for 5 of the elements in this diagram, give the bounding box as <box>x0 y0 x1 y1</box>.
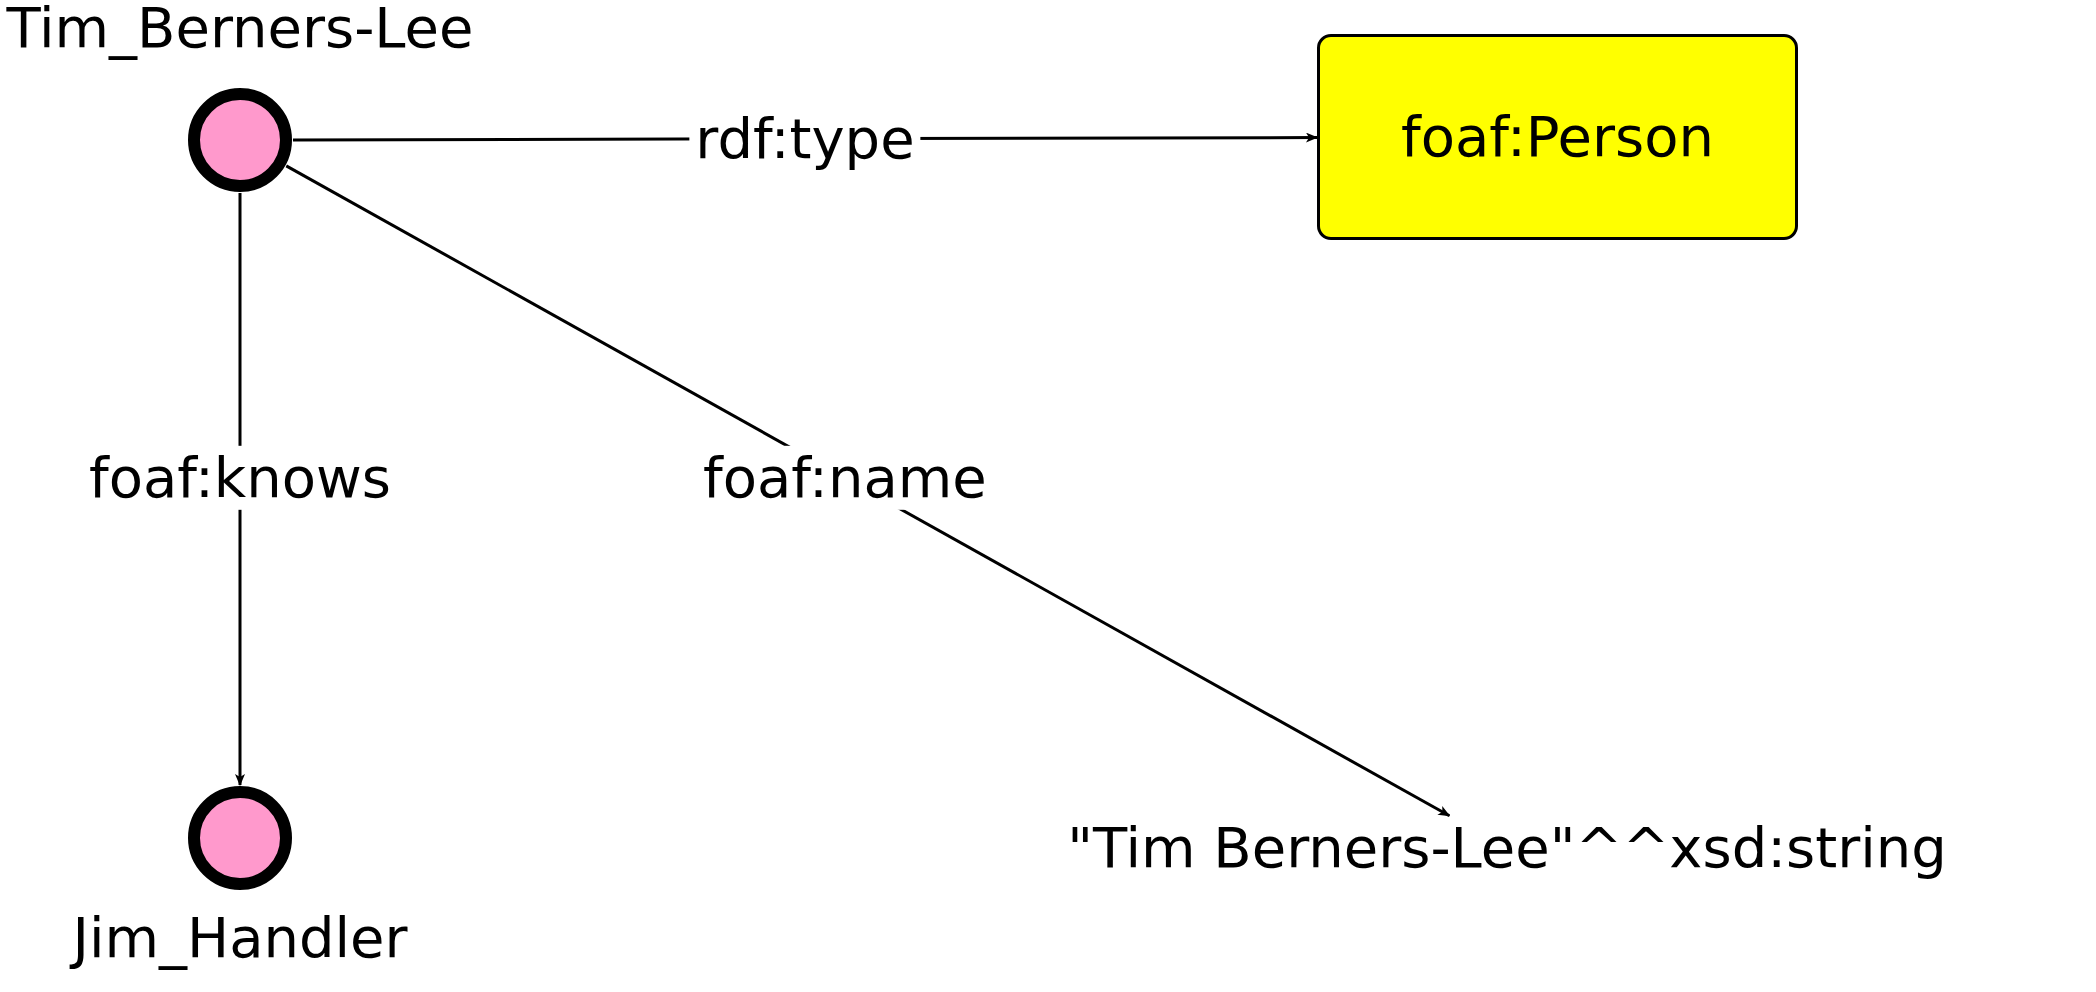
literal-value: "Tim Berners-Lee"^^xsd:string <box>1067 815 1947 881</box>
class-box: foaf:Person <box>1317 34 1798 240</box>
node-label: Tim_Berners-Lee <box>6 0 474 61</box>
arrow <box>285 164 1451 818</box>
arrow <box>235 193 245 786</box>
